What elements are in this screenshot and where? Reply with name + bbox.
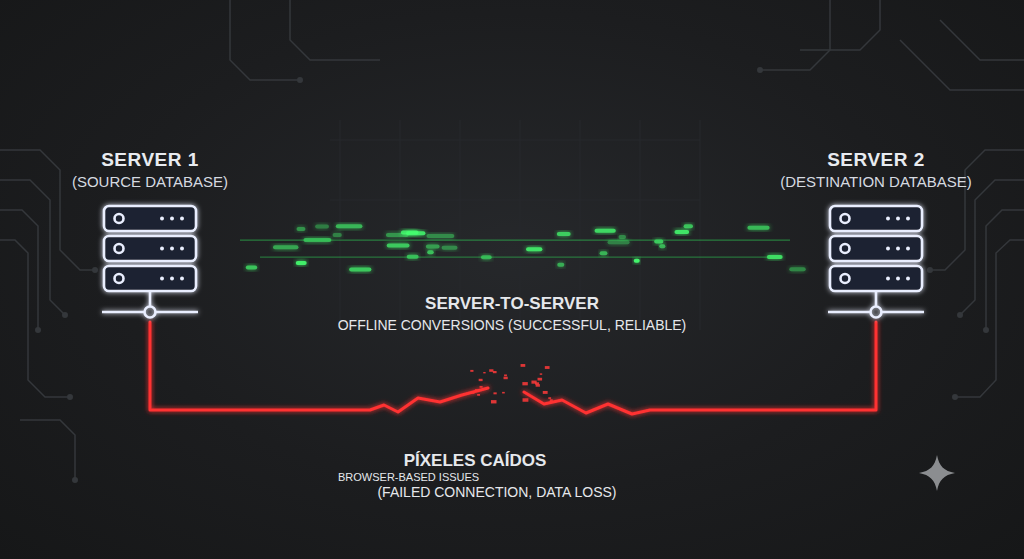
data-particle xyxy=(674,230,689,234)
data-particle xyxy=(336,224,363,228)
data-particle xyxy=(315,225,329,229)
data-particle xyxy=(747,226,769,230)
data-particle xyxy=(333,233,342,237)
data-particle xyxy=(608,240,630,244)
data-particle xyxy=(557,232,571,236)
data-particle xyxy=(246,266,257,270)
data-particle xyxy=(349,267,371,271)
debris-fragment xyxy=(504,377,508,380)
debris-fragment xyxy=(491,400,497,403)
circuit-traces xyxy=(0,0,1024,480)
success-label: OFFLINE CONVERSIONS (SUCCESSFUL, RELIABL… xyxy=(338,317,687,333)
server-subtitle: (SOURCE DATABASE) xyxy=(72,172,228,192)
debris-fragment xyxy=(502,392,505,394)
server-node: SERVER 1(SOURCE DATABASE) xyxy=(66,148,234,320)
data-particle xyxy=(557,263,564,267)
failure-label: BROWSER-BASED ISSUES xyxy=(338,471,479,484)
debris-fragment xyxy=(504,374,507,376)
circuit-nodes xyxy=(35,67,989,483)
debris-fragment xyxy=(480,386,483,388)
glow-streak xyxy=(240,239,790,240)
data-particle xyxy=(595,229,616,233)
server-icon xyxy=(100,204,200,320)
data-particle xyxy=(406,231,425,235)
debris-fragment xyxy=(531,381,536,384)
glow-streak xyxy=(260,256,770,257)
data-particle xyxy=(600,251,608,255)
data-particle xyxy=(296,261,307,265)
failure-label: PÍXELES CAÍDOS xyxy=(404,451,547,471)
success-label: SERVER-TO-SERVER xyxy=(425,294,599,314)
data-particle xyxy=(684,224,693,228)
debris-fragment xyxy=(543,391,548,394)
server-title: SERVER 1 xyxy=(101,148,199,172)
debris-fragment xyxy=(522,382,527,385)
debris-fragment xyxy=(523,398,529,402)
debris-fragment xyxy=(540,373,542,374)
data-particle xyxy=(789,267,805,271)
debris-fragment xyxy=(521,364,526,367)
failed-connection xyxy=(150,322,876,414)
data-particle xyxy=(427,250,434,254)
debris-fragment xyxy=(538,378,543,381)
data-particle xyxy=(634,259,640,263)
faint-grid xyxy=(330,120,700,330)
debris-fragment xyxy=(536,384,540,387)
debris-fragment xyxy=(483,372,485,373)
data-particle xyxy=(619,235,627,239)
debris-fragment xyxy=(470,370,473,372)
debris-fragment xyxy=(545,366,550,369)
debris-fragment xyxy=(477,394,480,396)
server-node: SERVER 2(DESTINATION DATABASE) xyxy=(774,148,978,320)
debris-fragment xyxy=(548,397,551,399)
sparkle-watermark xyxy=(919,455,955,491)
failure-label: (FAILED CONNECTION, DATA LOSS) xyxy=(377,484,616,500)
debris-fragment xyxy=(493,392,496,394)
server-title: SERVER 2 xyxy=(827,148,925,172)
broken-debris xyxy=(470,364,553,403)
debris-fragment xyxy=(479,379,483,381)
debris-fragment xyxy=(489,369,493,372)
server-subtitle: (DESTINATION DATABASE) xyxy=(780,172,972,192)
server-icon xyxy=(826,204,926,320)
data-particle xyxy=(297,227,306,231)
data-particle xyxy=(427,234,455,238)
reliable-connection xyxy=(234,246,774,251)
